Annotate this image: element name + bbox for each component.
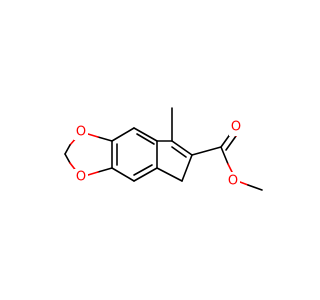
bond-c4-c5 — [111, 167, 135, 182]
bond-ester-o-methyl — [247, 184, 263, 191]
bond-carbonyl-ester-o — [220, 146, 229, 165]
bond-c7-c8-inner — [171, 146, 187, 158]
bond-c1-c2-inner — [136, 133, 155, 145]
bond-c1-c2 — [133, 127, 158, 142]
bond-c3-c4-inner — [133, 164, 153, 176]
bond-c8-ccarbonyl — [191, 146, 222, 156]
bond-c5-o2 — [97, 167, 113, 173]
bond-c7-c8 — [171, 140, 193, 156]
atom-o-ester: O — [228, 174, 238, 189]
bond-c8-c9 — [181, 154, 193, 182]
bond-ester-o-methyl-o — [239, 181, 249, 186]
bond-o1-ch2 — [64, 144, 71, 155]
bond-c5-o2-o — [87, 171, 99, 176]
bond-ch2-o2 — [64, 153, 71, 164]
bond-c6-c1 — [111, 127, 135, 142]
atom-o1: O — [76, 125, 86, 140]
bond-c9-c3 — [156, 167, 183, 182]
bond-c6-o1-o — [87, 133, 99, 138]
bond-carbonyl-double-b — [225, 135, 237, 151]
atom-o2: O — [76, 170, 86, 185]
atom-o-carbonyl: O — [231, 120, 241, 135]
bond-c6-o1 — [97, 136, 113, 142]
structure-canvas: O O O O — [64, 107, 263, 191]
bond-c3-c4 — [133, 167, 158, 182]
molecule-diagram: O O O O — [64, 107, 263, 191]
bond-ester-o-segment — [227, 163, 233, 173]
